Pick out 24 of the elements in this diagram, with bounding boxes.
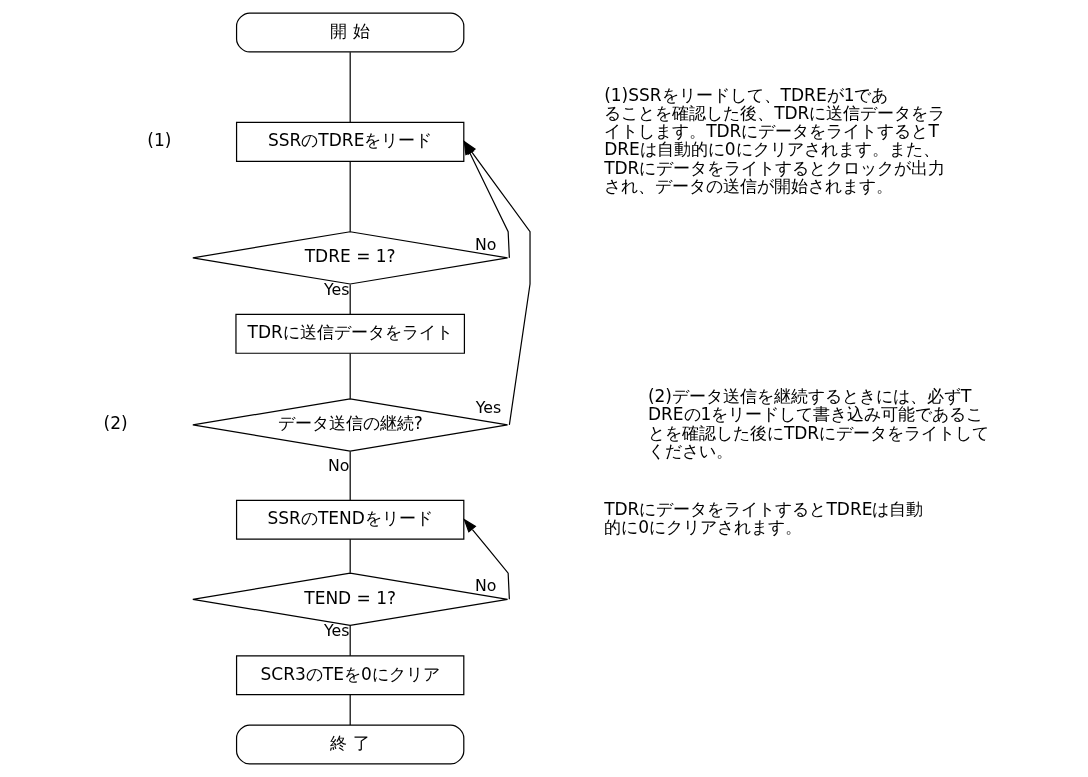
label: (2)データ送信を継続するときには、必ずTDREの1をリードして書き込み可能であることを確認した後にTDRにデータをライトしてください。: [647, 386, 990, 461]
label: (1)SSRをリードして、TDREが1であることを確認した後、TDRに送信データをライトします。TDRにデータをライトするとTDREは自動的に0にクリアされます。また、TDRにデータをライトするとクロックが出力され、データの送信が開始されます。: [604, 84, 946, 196]
node-box: TDRに送信データをライト: [235, 313, 466, 354]
connector: [349, 160, 351, 233]
edge-label: No: [474, 234, 497, 254]
edge-label: No: [474, 576, 497, 596]
connector: [349, 51, 351, 123]
connector: [349, 283, 351, 315]
arrow: [463, 518, 510, 600]
node-label: (2): [103, 413, 128, 434]
connector: [349, 625, 351, 657]
connector: [349, 694, 351, 726]
connector: [349, 352, 351, 400]
node-box: 終 了: [235, 724, 465, 765]
node-label: (1): [147, 130, 172, 151]
connector: [349, 450, 351, 501]
label: TDRにデータをライトするとTDREは自動的に0にクリアされます。: [604, 499, 924, 538]
node-box: SSRのTENDをリード: [235, 499, 465, 540]
node-box: SSRのTDREをリード: [235, 121, 465, 162]
node-box: SCR3のTEを0にクリア: [235, 655, 465, 696]
node-box: 開 始: [235, 12, 465, 53]
edge-label: Yes: [475, 397, 502, 417]
edge-label: No: [327, 456, 350, 476]
connector: [349, 538, 351, 574]
